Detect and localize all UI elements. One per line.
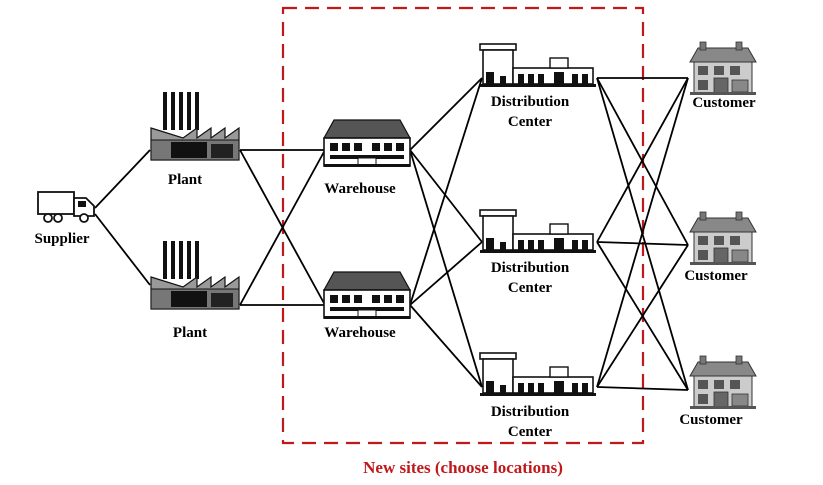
customer-label-top: Customer xyxy=(692,95,756,111)
new-sites-label: New sites (choose locations) xyxy=(363,458,563,477)
network-edges xyxy=(94,77,689,391)
distribution-center-icon xyxy=(479,43,597,88)
warehouse-icon xyxy=(323,119,411,168)
customer-label-mid: Customer xyxy=(684,268,748,284)
plant-label-top: Plant xyxy=(168,172,202,188)
distribution-center-icon xyxy=(479,209,597,254)
warehouse-label-top: Warehouse xyxy=(324,181,396,197)
dc-label-bottom-line1: Distribution xyxy=(491,404,570,420)
customer-node-mid: Customer xyxy=(684,211,757,284)
plant-node-bottom: Plant xyxy=(150,240,240,341)
truck-icon xyxy=(37,191,95,223)
house-icon xyxy=(689,211,757,266)
warehouse-node-top: Warehouse xyxy=(323,119,411,197)
house-icon xyxy=(689,355,757,410)
warehouse-icon xyxy=(323,271,411,320)
dc-node-top: Distribution Center xyxy=(479,43,597,130)
warehouse-node-bottom: Warehouse xyxy=(323,271,411,341)
warehouse-label-bottom: Warehouse xyxy=(324,325,396,341)
plant-label-bottom: Plant xyxy=(173,325,207,341)
customer-node-bottom: Customer xyxy=(679,355,757,428)
supplier-node: Supplier xyxy=(34,191,95,247)
dc-label-mid-line1: Distribution xyxy=(491,260,570,276)
customer-label-bottom: Customer xyxy=(679,412,743,428)
dc-node-bottom: Distribution Center xyxy=(479,352,597,440)
dc-label-top-line1: Distribution xyxy=(491,94,570,110)
house-icon xyxy=(689,41,757,96)
dc-label-top-line2: Center xyxy=(508,114,552,130)
factory-icon xyxy=(150,91,240,161)
customer-node-top: Customer xyxy=(689,41,757,111)
plant-node-top: Plant xyxy=(150,91,240,188)
dc-node-mid: Distribution Center xyxy=(479,209,597,296)
dc-label-mid-line2: Center xyxy=(508,280,552,296)
distribution-center-icon xyxy=(479,352,597,397)
supplier-label: Supplier xyxy=(34,231,89,247)
factory-icon xyxy=(150,240,240,310)
dc-label-bottom-line2: Center xyxy=(508,424,552,440)
